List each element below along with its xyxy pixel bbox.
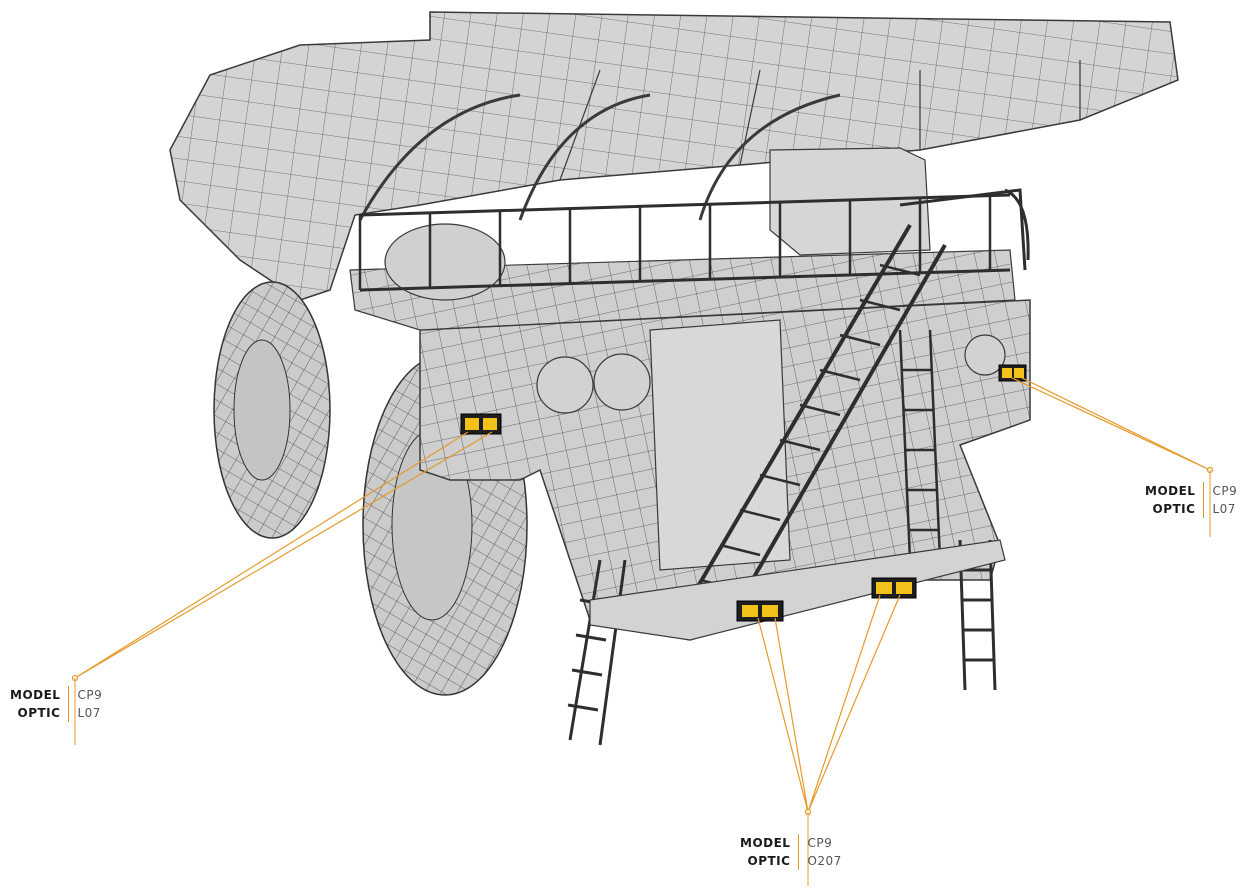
- callout-bottom-optic-value: O207: [807, 854, 842, 868]
- lamp-bottom-2: [871, 577, 917, 599]
- callout-right-optic-value: L07: [1212, 502, 1236, 516]
- callout-left: MODEL OPTIC CP9 L07: [10, 686, 102, 722]
- callout-bottom-optic-key: OPTIC: [747, 854, 791, 868]
- lamp-left: [460, 413, 502, 435]
- callout-left-optic-value: L07: [77, 706, 101, 720]
- leader-lines: [74, 377, 1211, 813]
- callout-left-model-key: MODEL: [10, 688, 61, 702]
- callout-right-optic-key: OPTIC: [1152, 502, 1196, 516]
- dump-body: [169, 11, 1179, 301]
- lamp-right: [998, 364, 1027, 382]
- callout-left-model-value: CP9: [77, 688, 103, 702]
- callout-right: MODEL OPTIC CP9 L07: [1145, 482, 1237, 518]
- callout-left-optic-key: OPTIC: [17, 706, 61, 720]
- lamp-bottom-1: [736, 600, 784, 622]
- callout-right-model-value: CP9: [1212, 484, 1238, 498]
- callout-bottom-model-value: CP9: [807, 836, 833, 850]
- stairs: [688, 223, 947, 611]
- rear-bumper: [589, 539, 1006, 641]
- callout-right-model-key: MODEL: [1145, 484, 1196, 498]
- callout-bottom-model-key: MODEL: [740, 836, 791, 850]
- callout-bottom: MODEL OPTIC CP9 O207: [740, 834, 842, 870]
